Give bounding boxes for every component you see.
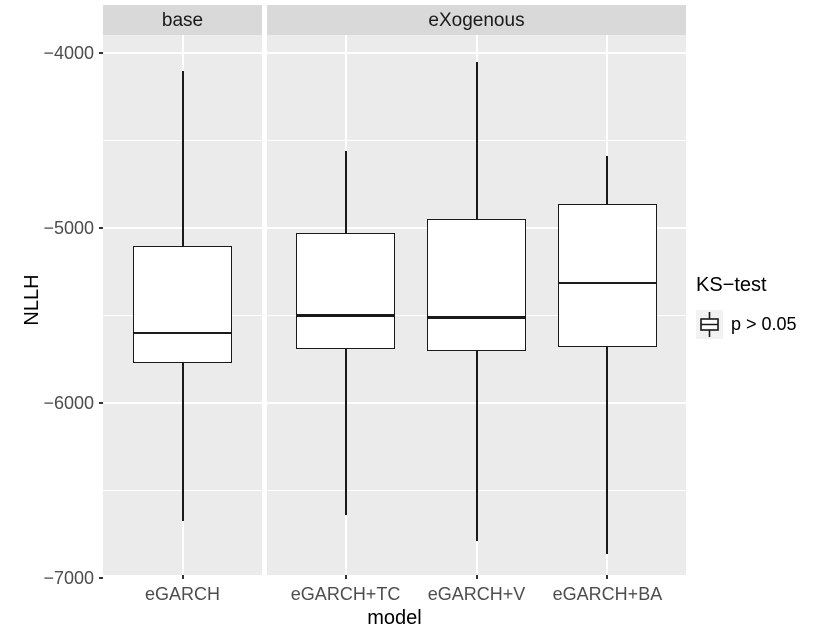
x-tick-label: eGARCH+V (427, 584, 526, 604)
y-tick (99, 227, 103, 229)
x-tick-label: eGARCH+TC (290, 584, 401, 604)
boxplot-box (296, 233, 395, 349)
boxplot-whisker (606, 156, 609, 554)
y-axis-title: NLLH (21, 274, 43, 326)
boxplot-key-icon (696, 310, 723, 339)
boxplot-median (132, 331, 233, 335)
y-tick (99, 577, 103, 579)
y-tick-label: −5000 (43, 218, 94, 238)
boxplot-median (558, 281, 657, 285)
boxplot-box (427, 219, 526, 351)
legend-item-label: p > 0.05 (731, 314, 797, 334)
facet-strip-base: base (103, 5, 262, 35)
x-tick (344, 575, 347, 579)
y-tick-label: −4000 (43, 43, 94, 63)
boxplot-median (427, 316, 526, 319)
x-tick-label: eGARCH+BA (552, 584, 663, 604)
boxplot-box (558, 203, 657, 347)
boxplot-box (132, 245, 233, 363)
x-tick (475, 575, 478, 579)
facet-strip-exogenous: eXogenous (267, 5, 686, 35)
x-tick (606, 575, 609, 579)
y-tick (99, 52, 103, 54)
y-tick-label: −7000 (43, 568, 94, 588)
legend-title: KS−test (696, 274, 767, 296)
boxplot-median (296, 314, 395, 317)
legend-item: p > 0.05 (696, 310, 797, 339)
x-tick (181, 575, 184, 579)
x-tick-label: eGARCH (144, 584, 221, 604)
legend: KS−test p > 0.05 (696, 274, 797, 339)
x-axis-title: model (367, 607, 422, 629)
y-tick-label: −6000 (43, 393, 94, 413)
y-tick (99, 402, 103, 404)
